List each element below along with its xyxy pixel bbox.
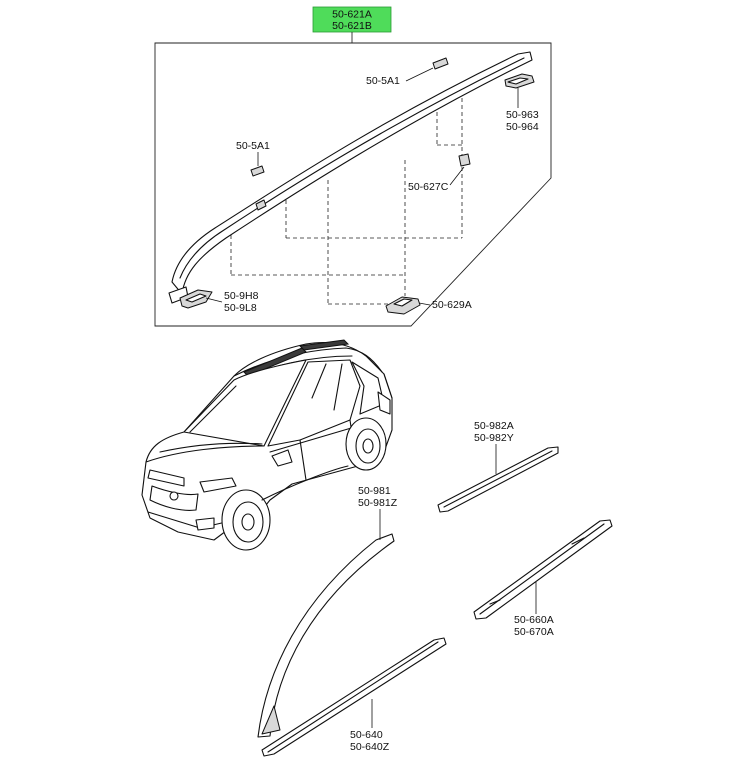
leader-end-front <box>205 297 223 303</box>
callout-sill-2[interactable]: 50-640Z <box>350 741 390 753</box>
callout-end-rear-2[interactable]: 50-964 <box>506 121 539 133</box>
callout-roof-rail-a[interactable]: 50-621A <box>332 9 372 21</box>
callout-moulding-upper-1[interactable]: 50-982A <box>474 420 514 432</box>
callout-clip-top[interactable]: 50-5A1 <box>366 75 400 87</box>
clip-top[interactable] <box>432 57 449 70</box>
end-cap-front[interactable] <box>168 286 213 309</box>
clip-left[interactable] <box>250 165 267 211</box>
callout-base-clip[interactable]: 50-629A <box>432 299 472 311</box>
roof-rail[interactable] <box>171 51 533 295</box>
end-cap-rear[interactable] <box>504 73 535 89</box>
car-illustration <box>141 339 393 551</box>
base-clip[interactable] <box>385 296 421 315</box>
callout-weatherstrip-1[interactable]: 50-660A <box>514 614 554 626</box>
bracket-mid[interactable] <box>458 153 471 167</box>
callout-end-front-1[interactable]: 50-9H8 <box>224 290 259 302</box>
callout-end-rear-1[interactable]: 50-963 <box>506 109 539 121</box>
callout-end-front-2[interactable]: 50-9L8 <box>224 302 257 314</box>
door-moulding-upper[interactable] <box>437 446 559 513</box>
callout-pillar-2[interactable]: 50-981Z <box>358 497 398 509</box>
leader-bracket-mid <box>449 166 465 186</box>
leader-clip-top <box>405 67 434 82</box>
callout-moulding-upper-2[interactable]: 50-982Y <box>474 432 514 444</box>
group-frame <box>154 42 552 327</box>
door-weatherstrip[interactable] <box>473 519 613 620</box>
alignment-lines <box>230 98 463 305</box>
callout-weatherstrip-2[interactable]: 50-670A <box>514 626 554 638</box>
pillar-garnish[interactable] <box>257 533 395 738</box>
callout-sill-1[interactable]: 50-640 <box>350 729 383 741</box>
callout-roof-rail-b[interactable]: 50-621B <box>332 20 372 32</box>
callout-pillar-1[interactable]: 50-981 <box>358 485 391 497</box>
leader-base-clip <box>418 302 431 306</box>
callout-clip-left[interactable]: 50-5A1 <box>236 140 270 152</box>
callout-bracket-mid[interactable]: 50-627C <box>408 181 449 193</box>
highlight-box[interactable] <box>312 6 392 33</box>
lower-moulding[interactable] <box>261 637 447 757</box>
